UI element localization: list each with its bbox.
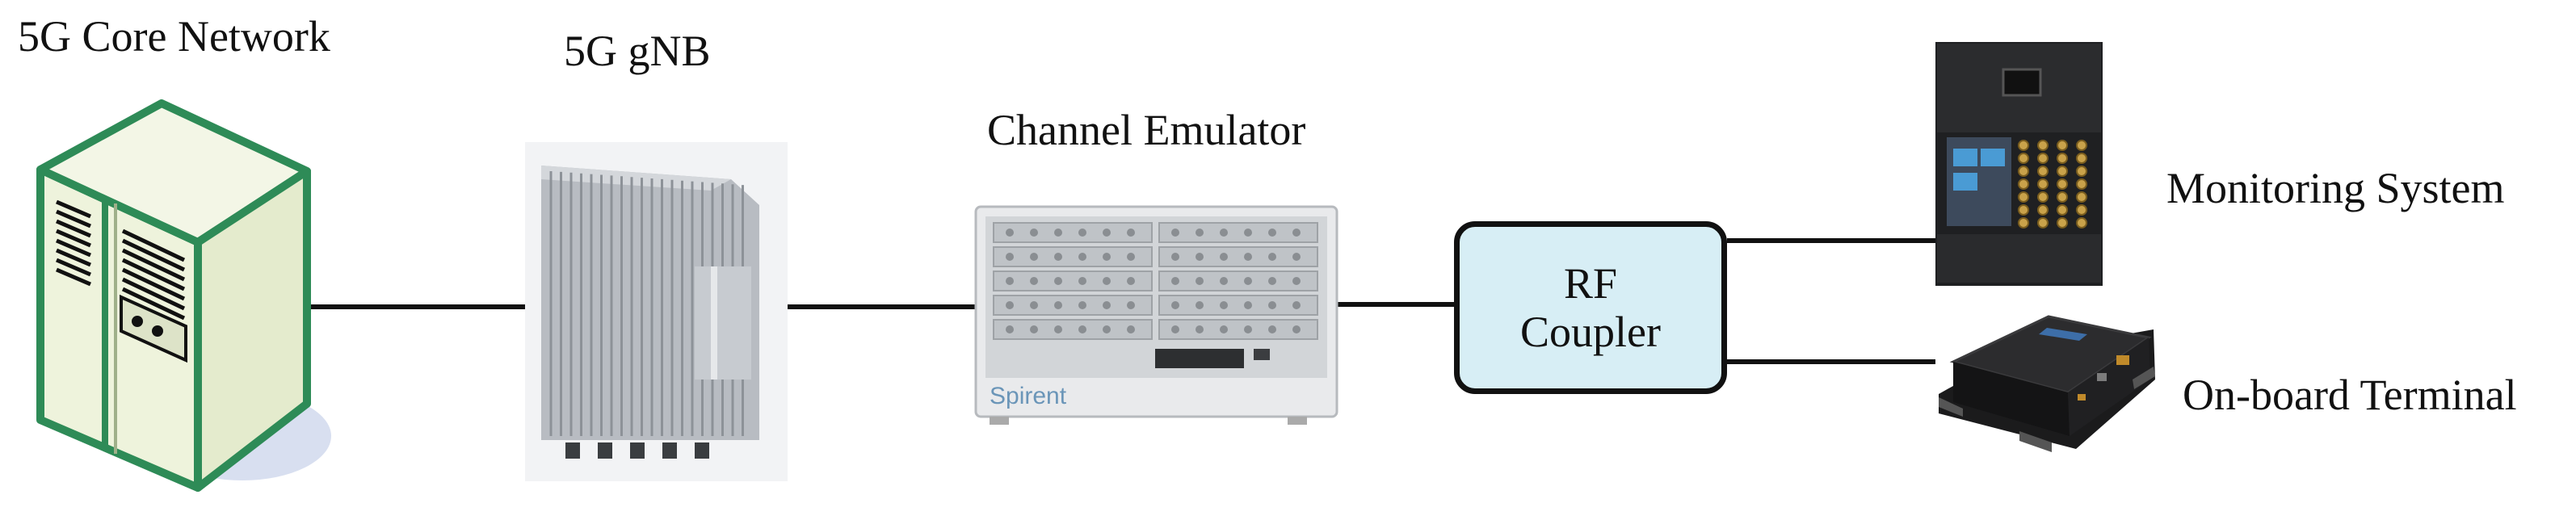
label-core-network: 5G Core Network — [18, 12, 330, 61]
rf-coupler-line1: RF — [1563, 258, 1618, 308]
label-channel-emulator: Channel Emulator — [987, 106, 1306, 154]
label-onboard-terminal: On-board Terminal — [2183, 371, 2517, 419]
onboard-terminal-icon — [1939, 315, 2155, 452]
core-server-icon — [36, 99, 331, 492]
label-gnb: 5G gNB — [564, 27, 711, 75]
rf-coupler-box: RF Coupler — [1454, 221, 1727, 394]
brand-logo: Spirent — [990, 383, 1067, 409]
monitoring-system-icon — [1935, 42, 2103, 286]
gnb-device-icon — [525, 142, 788, 481]
label-monitoring-system: Monitoring System — [2166, 164, 2505, 212]
rf-coupler-line2: Coupler — [1520, 308, 1661, 356]
channel-emulator-icon: Spirent — [974, 205, 1338, 425]
